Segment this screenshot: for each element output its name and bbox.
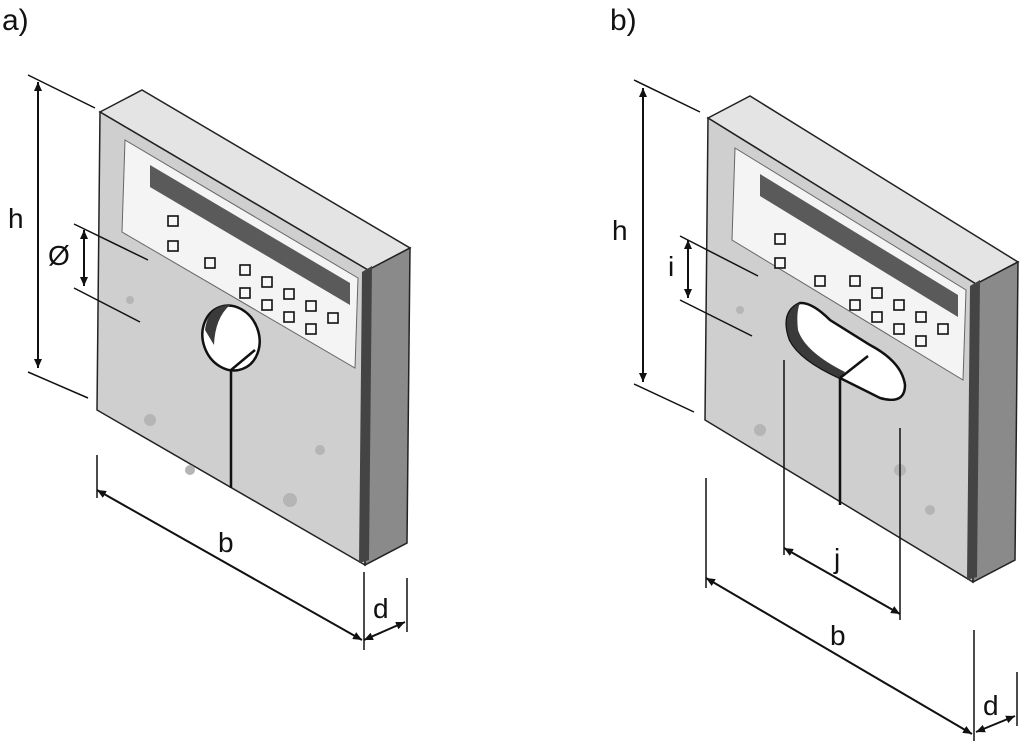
panel-a-label: a) [2,4,29,37]
plate-b-texture [736,306,935,515]
dim-b-b: b [705,478,975,741]
dim-b-b-label: b [830,620,846,651]
dim-d-a: d [363,578,408,641]
panel-b-label: b) [610,4,637,37]
plate-b [704,95,1020,584]
dim-d-a-label: d [373,593,389,624]
round-hole-a [201,304,261,488]
label-card-a-boxes [167,215,339,335]
dim-h-b: h [612,79,701,413]
dim-d-b-line [975,715,1016,733]
plate-b-side-face [972,260,1019,584]
dim-b-a-label: b [218,527,234,558]
dim-j-b-line [783,547,901,615]
dim-d-a-line [363,621,406,641]
dim-b-a: b [96,455,365,650]
slit-a-inner [230,349,256,371]
panel-b: b) [610,4,1020,741]
dim-h-a-label: h [8,203,24,234]
dim-h-a: h [8,74,96,399]
dim-i-b-label: i [668,251,674,282]
dim-i-b: i [668,235,759,337]
plate-a-side-face [364,246,411,567]
label-band-a [150,165,350,305]
oblong-slot-shadow [786,303,845,378]
label-card-b-boxes [774,233,949,347]
oblong-slot-b [785,301,907,505]
dim-d-b: d [975,672,1018,733]
plate-a [96,89,412,567]
slit-b-inner [839,355,869,379]
dim-diameter-a-label: Ø [48,240,70,271]
dim-diameter-a: Ø [48,223,149,323]
round-hole-shadow [205,305,230,345]
label-band-b [760,174,958,317]
dim-d-b-label: d [983,690,999,721]
dim-b-a-line [96,489,363,641]
plate-b-label-card [731,147,967,381]
plate-b-edge [967,280,980,580]
plate-a-edge [359,266,372,563]
plate-a-label-card [121,139,359,369]
dim-j-b-label: j [833,543,840,574]
dim-h-b-label: h [612,215,628,246]
panel-a: a) [2,4,412,650]
dim-b-b-line [705,577,973,735]
